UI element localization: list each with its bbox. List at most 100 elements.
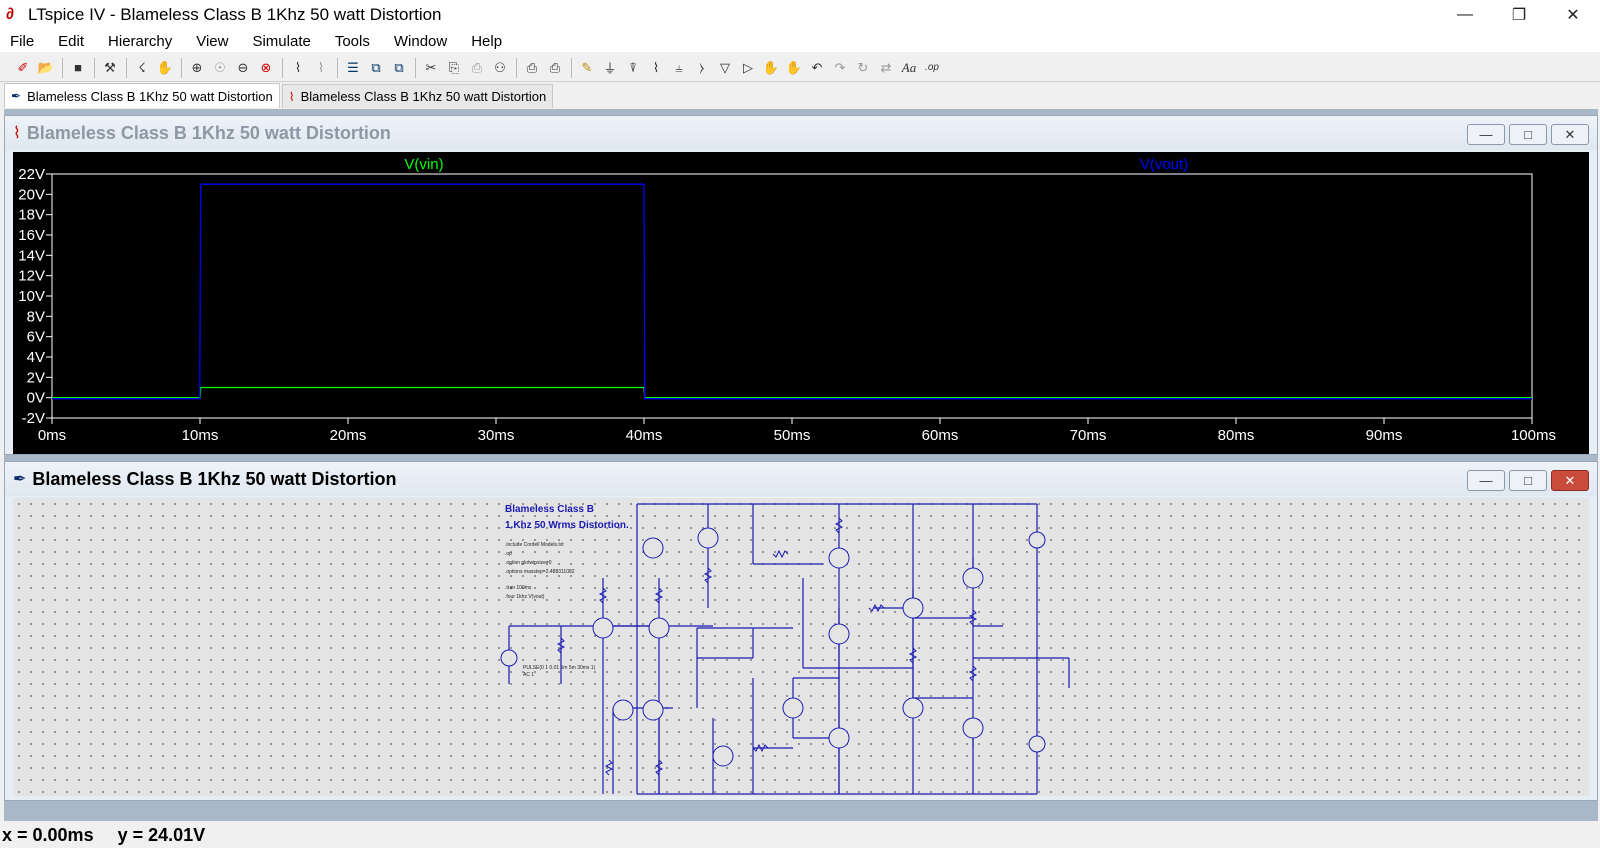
tile-horizontal-icon[interactable]: ☰ xyxy=(347,59,359,75)
tab-waveform[interactable]: ⌇ Blameless Class B 1Khz 50 watt Distort… xyxy=(281,84,554,108)
spice-directive[interactable]: .options maxstep=2.488311082 xyxy=(505,569,575,575)
text-icon[interactable]: Aa xyxy=(901,59,917,75)
close-icon[interactable]: ✕ xyxy=(1551,124,1589,145)
rotate-icon[interactable]: ↻ xyxy=(857,59,869,75)
y-tick-label: 22V xyxy=(18,166,45,183)
move-icon[interactable]: ✋ xyxy=(762,59,780,75)
menu-view[interactable]: View xyxy=(196,32,229,50)
spice-directive[interactable]: .op xyxy=(505,551,512,557)
menu-help[interactable]: Help xyxy=(471,32,503,50)
redo-icon[interactable]: ↷ xyxy=(834,59,846,75)
schematic-icon: ✒ xyxy=(11,89,22,103)
mirror-icon[interactable]: ⇄ xyxy=(880,59,892,75)
autorange-icon[interactable]: ⌇ xyxy=(294,59,302,75)
menu-edit[interactable]: Edit xyxy=(58,32,85,50)
zoom-cancel-icon[interactable]: ⊗ xyxy=(260,59,272,75)
halt-icon[interactable]: ✋ xyxy=(156,59,174,75)
menu-file[interactable]: File xyxy=(10,32,35,50)
waveform-window: ⌇ Blameless Class B 1Khz 50 watt Distort… xyxy=(4,115,1598,455)
toolbar-separator xyxy=(94,57,95,78)
y-tick-label: 0V xyxy=(27,390,45,407)
spice-directive[interactable]: .option plotwinsize=0 xyxy=(505,560,552,566)
capacitor-icon[interactable]: ⫨ xyxy=(675,59,683,75)
minimize-icon[interactable]: — xyxy=(1467,124,1505,145)
y-tick-label: 2V xyxy=(27,369,45,386)
menu-tools[interactable]: Tools xyxy=(334,32,370,50)
zoom-out-icon[interactable]: ⊖ xyxy=(237,59,249,75)
undo-icon[interactable]: ↶ xyxy=(811,59,823,75)
x-tick-label: 70ms xyxy=(1070,427,1107,444)
delete-traces-icon[interactable]: ⌇ xyxy=(317,59,325,75)
diode-icon[interactable]: ▽ xyxy=(720,59,730,75)
print-setup-icon[interactable]: ⎙ xyxy=(526,59,538,75)
spice-directive[interactable]: .four 1khz V(vout) xyxy=(505,594,545,600)
x-tick-label: 10ms xyxy=(182,427,219,444)
maximize-icon[interactable]: □ xyxy=(1509,124,1547,145)
schematic-icon: ✒ xyxy=(13,471,27,488)
x-tick-label: 30ms xyxy=(478,427,515,444)
spice-directive-icon[interactable]: .op xyxy=(925,62,939,73)
copy-icon[interactable]: ⎘ xyxy=(448,59,460,75)
resistor-icon[interactable]: ⌇ xyxy=(652,59,660,75)
tile-vertical-icon[interactable]: ⧉ xyxy=(394,59,404,75)
menu-window[interactable]: Window xyxy=(393,32,448,50)
cascade-icon[interactable]: ⧉ xyxy=(371,59,381,75)
zoom-pan-icon[interactable]: ☉ xyxy=(214,59,226,75)
ground-icon[interactable]: ⏚ xyxy=(603,61,617,76)
schematic-subheading: 1.Khz 50 Wrms Distortion. xyxy=(505,520,629,531)
control-panel-icon[interactable]: ⚒ xyxy=(104,59,116,75)
spice-directive[interactable]: .tran 100ms xyxy=(505,585,532,591)
paste-icon[interactable]: ⎙ xyxy=(471,59,483,75)
drag-icon[interactable]: ✋ xyxy=(785,59,803,75)
x-tick-label: 60ms xyxy=(922,427,959,444)
print-icon[interactable]: ⎙ xyxy=(549,59,561,75)
menu-hierarchy[interactable]: Hierarchy xyxy=(108,32,173,50)
toolbar-separator xyxy=(282,57,283,78)
x-tick-label: 90ms xyxy=(1366,427,1403,444)
component-icon[interactable]: ▷ xyxy=(743,59,753,75)
find-icon[interactable]: ⚇ xyxy=(494,59,506,75)
window-title: LTspice IV - Blameless Class B 1Khz 50 w… xyxy=(28,5,442,24)
close-icon[interactable]: ✕ xyxy=(1566,7,1580,24)
save-icon[interactable]: ■ xyxy=(74,60,82,75)
inductor-icon[interactable]: ⧽ xyxy=(699,59,705,75)
x-tick-label: 100ms xyxy=(1511,427,1556,444)
toolbar-separator xyxy=(337,57,338,78)
close-icon[interactable]: ✕ xyxy=(1551,470,1589,491)
run-icon[interactable]: ☇ xyxy=(138,59,146,75)
minimize-icon[interactable]: — xyxy=(1457,6,1473,23)
spice-directive[interactable]: .include Cordell Models.txt xyxy=(505,542,564,548)
plot-frame xyxy=(51,173,1533,419)
schematic-window-titlebar[interactable]: ✒ Blameless Class B 1Khz 50 watt Distort… xyxy=(5,462,1597,496)
x-tick-label: 50ms xyxy=(774,427,811,444)
schematic-canvas[interactable]: Blameless Class B 1.Khz 50 Wrms Distorti… xyxy=(13,498,1589,796)
draw-wire-icon[interactable]: ✎ xyxy=(581,59,593,75)
x-tick-label: 0ms xyxy=(38,427,66,444)
toolbar-separator xyxy=(516,57,517,78)
waveform-icon: ⌇ xyxy=(13,125,21,142)
legend-label: V(vin) xyxy=(404,156,443,173)
cut-icon[interactable]: ✂ xyxy=(425,59,437,75)
tab-schematic[interactable]: ✒ Blameless Class B 1Khz 50 watt Distort… xyxy=(4,83,280,108)
tab-label: Blameless Class B 1Khz 50 watt Distortio… xyxy=(300,89,547,104)
open-icon[interactable]: 📂 xyxy=(37,59,55,75)
tab-label: Blameless Class B 1Khz 50 watt Distortio… xyxy=(27,88,273,104)
source-spec: PULSE(0 1 0.01 5m 5m 30ms 1) xyxy=(523,665,596,671)
restore-icon[interactable]: ❐ xyxy=(1511,7,1527,24)
maximize-icon[interactable]: □ xyxy=(1509,470,1547,491)
schematic-drawing[interactable]: Blameless Class B 1.Khz 50 Wrms Distorti… xyxy=(13,498,1589,796)
zoom-in-icon[interactable]: ⊕ xyxy=(191,59,203,75)
minimize-icon[interactable]: — xyxy=(1467,470,1505,491)
menu-simulate[interactable]: Simulate xyxy=(252,32,311,50)
y-tick-label: 8V xyxy=(27,308,45,325)
x-tick-label: 20ms xyxy=(330,427,367,444)
new-schematic-icon[interactable]: ✐ xyxy=(17,59,29,75)
y-tick-label: 20V xyxy=(18,186,45,203)
legend-label: V(vout) xyxy=(1140,156,1188,173)
waveform-window-titlebar[interactable]: ⌇ Blameless Class B 1Khz 50 watt Distort… xyxy=(5,116,1597,150)
y-tick-label: 6V xyxy=(27,329,45,346)
label-net-icon[interactable]: ⍒ xyxy=(629,59,637,75)
schematic-resistors xyxy=(556,517,978,776)
